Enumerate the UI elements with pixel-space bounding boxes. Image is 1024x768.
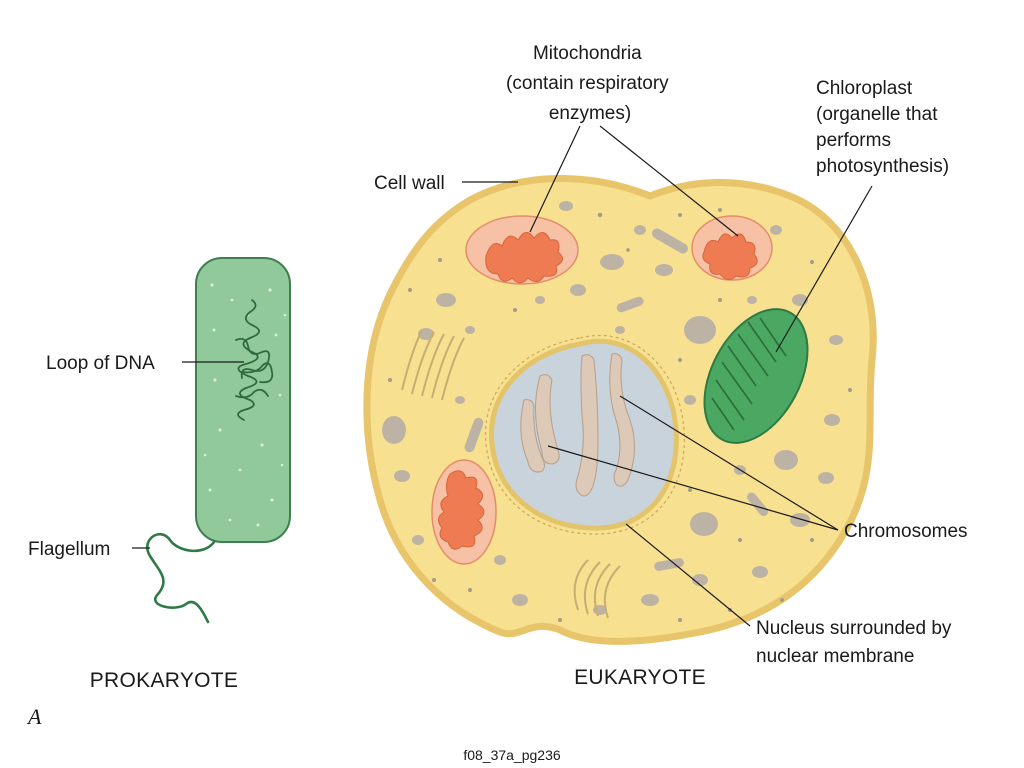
figure-footer: f08_37a_pg236 bbox=[463, 747, 561, 763]
eukaryote-cell bbox=[363, 175, 877, 645]
nucleus bbox=[484, 334, 685, 535]
golgi-stack-bottom bbox=[573, 559, 621, 619]
panel-letter: A bbox=[26, 704, 42, 729]
leader-chloroplast bbox=[775, 185, 873, 353]
label-chloroplast-line-1: Chloroplast bbox=[816, 78, 913, 99]
label-nucleus: Nucleus surrounded by nuclear membrane bbox=[756, 618, 957, 667]
label-cell-wall: Cell wall bbox=[374, 173, 445, 194]
mitochondrion-left bbox=[431, 459, 497, 565]
label-flagellum: Flagellum bbox=[28, 539, 110, 560]
label-mitochondria-line-2: (contain respiratory bbox=[506, 73, 669, 94]
label-mitochondria-line-1: Mitochondria bbox=[533, 43, 642, 64]
flagellum bbox=[146, 533, 216, 624]
leader-nucleus bbox=[625, 523, 751, 627]
prokaryote-body bbox=[195, 257, 291, 543]
cytoplasm-rods bbox=[464, 228, 769, 571]
leader-mitochondria-b bbox=[599, 125, 739, 237]
golgi-stack-left bbox=[401, 329, 465, 401]
label-chloroplast-line-4: photosynthesis) bbox=[816, 156, 949, 177]
label-loop-of-dna: Loop of DNA bbox=[46, 353, 155, 374]
label-chromosomes: Chromosomes bbox=[844, 521, 968, 542]
prokaryote-speckles bbox=[203, 283, 287, 527]
mitochondrion-top-left bbox=[465, 215, 579, 285]
caption-eukaryote: EUKARYOTE bbox=[574, 666, 706, 689]
label-chloroplast-line-2: (organelle that bbox=[816, 104, 938, 125]
leader-mitochondria-a bbox=[529, 125, 581, 233]
dna-loop bbox=[235, 299, 274, 421]
prokaryote-cell bbox=[146, 257, 291, 624]
chromosome-set bbox=[520, 353, 635, 497]
label-nucleus-line-2: nuclear membrane bbox=[756, 646, 914, 667]
leader-chromosomes-a bbox=[619, 395, 839, 531]
mitochondrion-top-right bbox=[691, 215, 773, 281]
caption-prokaryote: PROKARYOTE bbox=[90, 669, 238, 692]
cytoplasm-dots bbox=[388, 208, 852, 622]
label-mitochondria-line-3: enzymes) bbox=[549, 103, 631, 124]
label-mitochondria: Mitochondria (contain respiratory enzyme… bbox=[506, 43, 674, 124]
label-chloroplast-line-3: performs bbox=[816, 130, 891, 151]
leader-lines bbox=[132, 125, 873, 627]
label-chloroplast: Chloroplast (organelle that performs pho… bbox=[816, 78, 949, 177]
leader-chromosomes-b bbox=[547, 445, 839, 531]
label-nucleus-line-1: Nucleus surrounded by bbox=[756, 618, 952, 639]
